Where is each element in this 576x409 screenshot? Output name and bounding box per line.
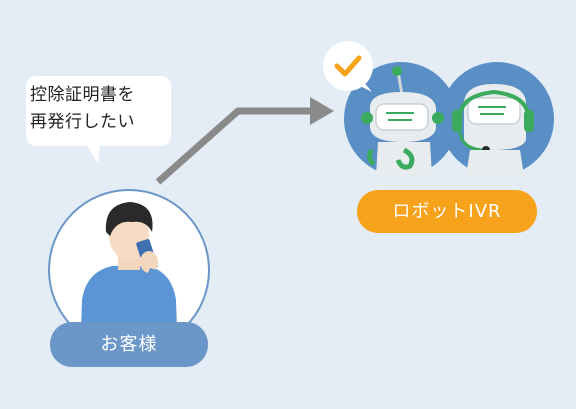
speech-line-2: 再発行したい [30,112,135,132]
speech-bubble-text: 控除証明書を 再発行したい [30,82,180,136]
speech-line-1: 控除証明書を [30,85,135,105]
robot-ivr-label: ロボットIVR [392,201,502,222]
flow-arrow [155,97,334,185]
customer-avatar [48,189,210,351]
robot-right-icon [452,84,534,176]
robot-pill [357,190,537,233]
check-icon [334,55,362,77]
customer-label: お客様 [100,334,158,355]
speech-bubble [26,76,171,163]
check-bubble [323,41,373,92]
robot-left-icon [361,66,444,176]
customer-pill [50,322,208,367]
robot-illustration [344,62,554,176]
